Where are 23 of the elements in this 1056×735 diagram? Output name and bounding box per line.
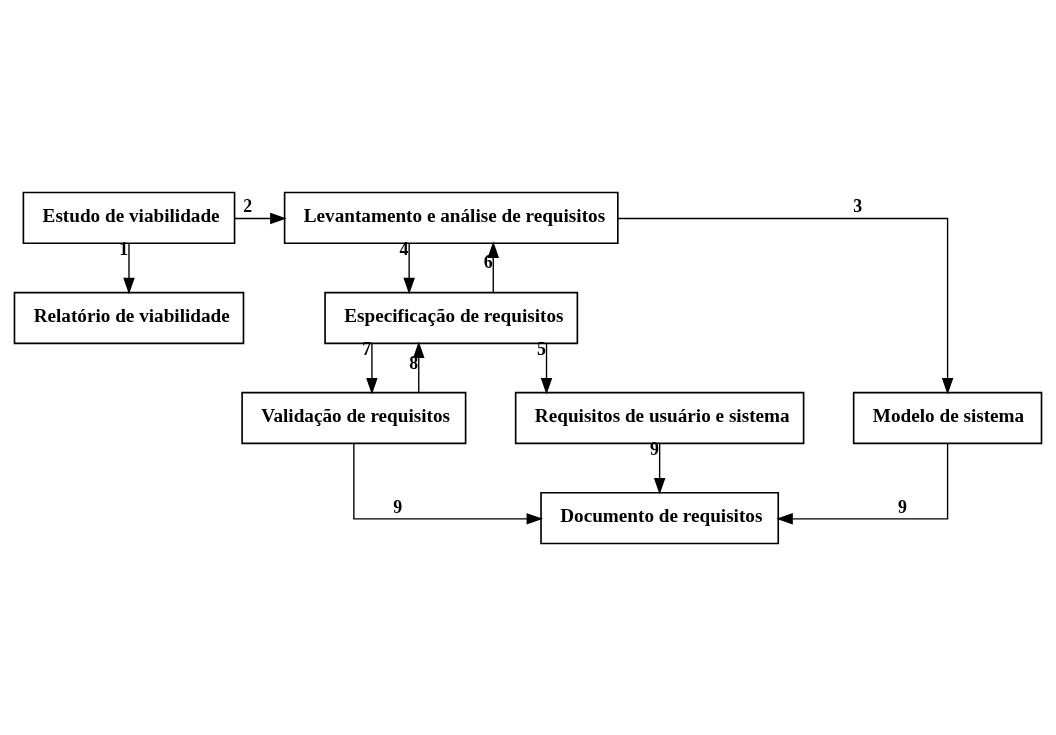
arrow: [487, 240, 500, 293]
node-box: Estudo de viabilidade: [22, 191, 236, 244]
arrow: [653, 442, 666, 495]
node-box: Levantamento e análise de requisitos: [283, 191, 619, 244]
edge-label: 9: [393, 496, 403, 517]
arrow: [353, 442, 544, 525]
node-box: Documento de requisitos: [540, 491, 780, 544]
arrow: [366, 342, 378, 394]
arrow: [776, 442, 949, 525]
node-box: Relatório de viabilidade: [13, 291, 245, 344]
node-box: Especificação de requisitos: [324, 291, 579, 344]
arrow: [617, 217, 954, 394]
arrow: [234, 212, 287, 224]
arrow: [123, 242, 135, 294]
node-box: Requisitos de usuário e sistema: [514, 391, 805, 444]
edge-label: 2: [243, 195, 253, 216]
node-box: Validação de requisitos: [241, 391, 467, 444]
node-box: Modelo de sistema: [852, 391, 1043, 444]
arrow: [403, 242, 415, 294]
arrow: [540, 342, 553, 394]
arrow: [413, 341, 425, 393]
edge-label: 3: [853, 195, 863, 216]
edge-label: 9: [897, 496, 907, 517]
